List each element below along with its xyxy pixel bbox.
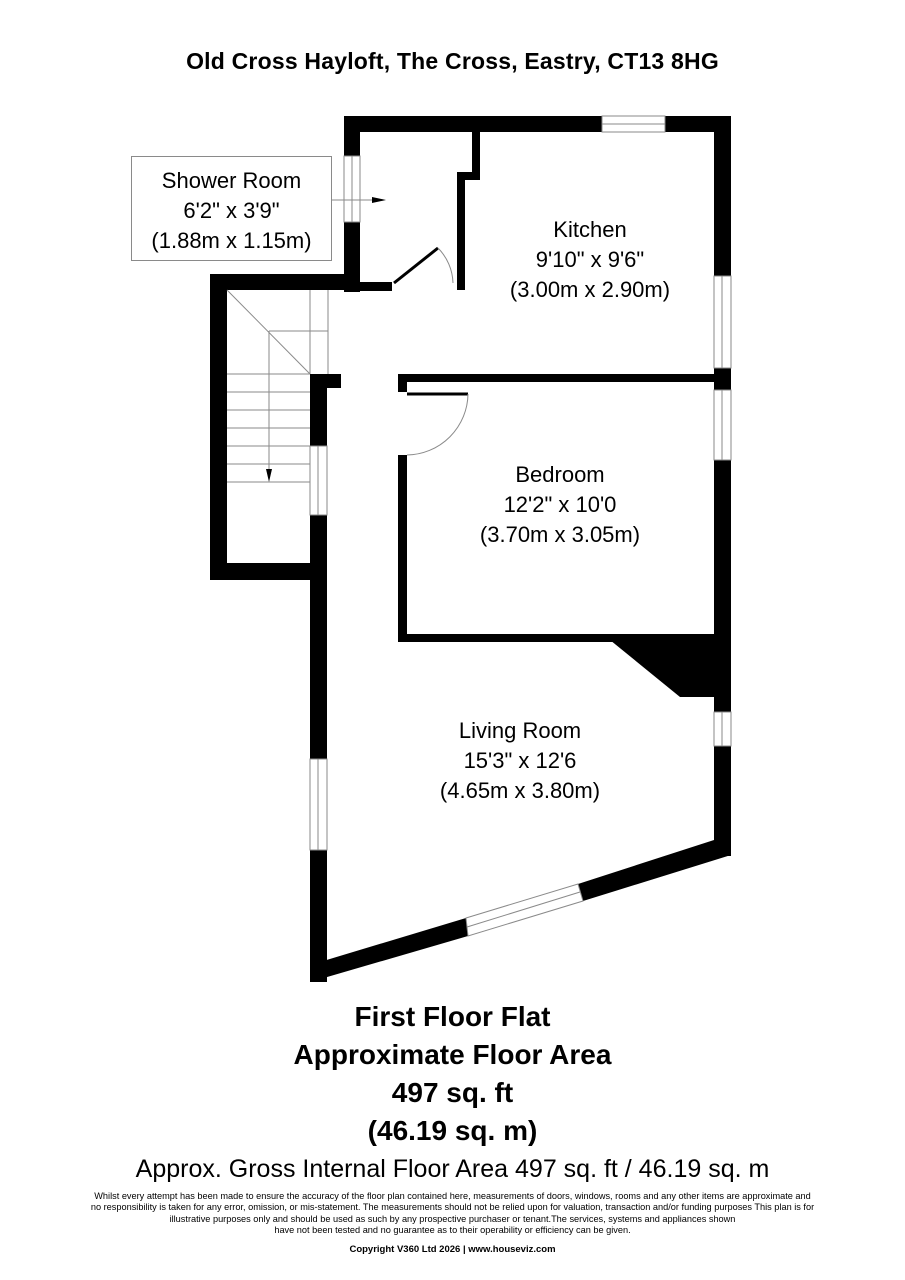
room-dimensions-metric: (3.70m x 3.05m) xyxy=(479,522,641,547)
disclaimer-line: illustrative purposes only and should be… xyxy=(169,1213,736,1224)
walls xyxy=(210,116,731,982)
room-label-shower-room: Shower Room 6'2" x 3'9" (1.88m x 1.15m) xyxy=(131,166,332,256)
area-sqm: (46.19 sq. m) xyxy=(367,1115,538,1146)
doors xyxy=(393,246,469,456)
disclaimer-line: Whilst every attempt has been made to en… xyxy=(94,1191,811,1201)
floor-area-summary: First Floor Flat Approximate Floor Area … xyxy=(0,998,905,1150)
windows xyxy=(309,115,732,937)
disclaimer: Whilst every attempt has been made to en… xyxy=(20,1191,885,1237)
room-name: Kitchen xyxy=(553,217,627,242)
stairs xyxy=(226,289,329,483)
callout-arrow-icon xyxy=(372,197,386,203)
room-label-living-room: Living Room 15'3" x 12'6 (4.65m x 3.80m) xyxy=(410,716,630,806)
copyright-notice: Copyright V360 Ltd 2026 | www.houseviz.c… xyxy=(349,1244,556,1255)
room-dimensions-metric: (3.00m x 2.90m) xyxy=(509,277,671,302)
room-label-bedroom: Bedroom 12'2" x 10'0 (3.70m x 3.05m) xyxy=(450,460,670,550)
room-name: Bedroom xyxy=(515,462,605,487)
disclaimer-line: have not been tested and no guarantee as… xyxy=(274,1225,631,1236)
room-dimensions-imperial: 12'2" x 10'0 xyxy=(503,492,617,517)
area-label: Approximate Floor Area xyxy=(293,1039,612,1070)
room-dimensions-metric: (4.65m x 3.80m) xyxy=(439,778,601,803)
room-dimensions-imperial: 9'10" x 9'6" xyxy=(535,247,645,272)
room-dimensions-imperial: 6'2" x 3'9" xyxy=(183,198,280,223)
room-name: Shower Room xyxy=(161,168,302,193)
floor-name: First Floor Flat xyxy=(354,1001,551,1032)
room-label-kitchen: Kitchen 9'10" x 9'6" (3.00m x 2.90m) xyxy=(480,215,700,305)
disclaimer-line: no responsibility is taken for any error… xyxy=(90,1202,815,1213)
shower-room-callout-box xyxy=(131,156,332,261)
room-dimensions-imperial: 15'3" x 12'6 xyxy=(463,748,577,773)
stair-direction-arrow-icon xyxy=(266,469,272,482)
room-name: Living Room xyxy=(458,718,582,743)
area-sqft: 497 sq. ft xyxy=(391,1077,514,1108)
room-dimensions-metric: (1.88m x 1.15m) xyxy=(151,228,312,253)
gross-internal-area: Approx. Gross Internal Floor Area 497 sq… xyxy=(135,1155,770,1183)
property-address-title: Old Cross Hayloft, The Cross, Eastry, CT… xyxy=(186,48,719,74)
